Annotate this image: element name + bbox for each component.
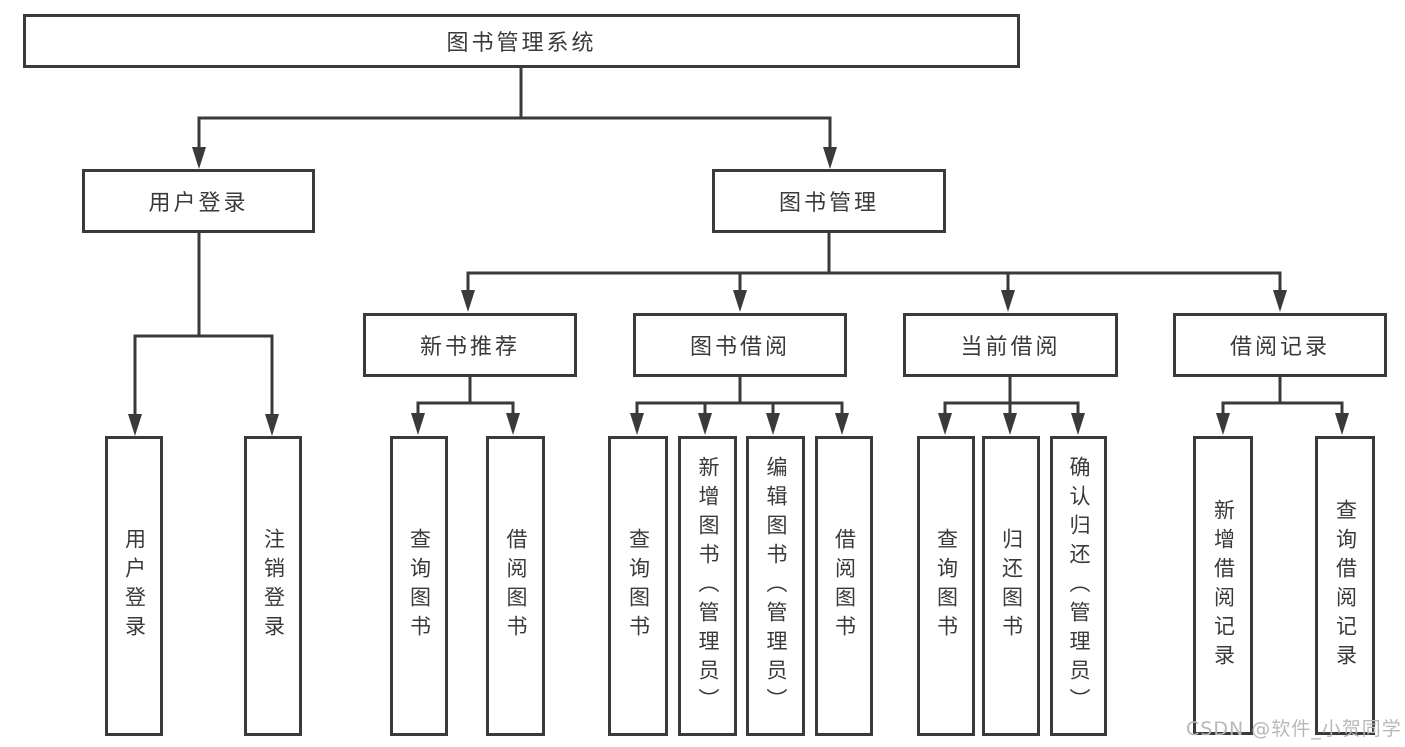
- node-label: 确认归还（管理员）: [1067, 455, 1091, 717]
- node-edit-book-admin: 编辑图书（管理员）: [746, 436, 805, 736]
- node-add-borrow-record: 新增借阅记录: [1193, 436, 1253, 735]
- node-label: 查询图书: [626, 528, 651, 644]
- node-borrow-books-recommend: 借阅图书: [486, 436, 545, 736]
- node-new-book-recommendation: 新书推荐: [363, 313, 577, 377]
- node-label: 注销登录: [261, 528, 286, 644]
- node-add-book-admin: 新增图书（管理员）: [678, 436, 737, 736]
- node-label: 借阅图书: [832, 528, 857, 644]
- node-label: 图书借阅: [689, 335, 790, 360]
- node-label: 用户登录: [122, 528, 147, 644]
- node-return-book: 归还图书: [982, 436, 1040, 736]
- node-confirm-return-admin: 确认归还（管理员）: [1050, 436, 1107, 736]
- node-borrowing-records: 借阅记录: [1173, 313, 1387, 377]
- node-logout-action: 注销登录: [244, 436, 302, 736]
- node-query-borrow-record: 查询借阅记录: [1315, 436, 1375, 735]
- node-current-borrowing: 当前借阅: [903, 313, 1118, 377]
- node-user-login: 用户登录: [82, 169, 315, 233]
- node-query-books-current: 查询图书: [917, 436, 975, 736]
- node-label: 当前借阅: [960, 335, 1061, 360]
- node-label: 借阅图书: [504, 528, 528, 644]
- node-user-login-action: 用户登录: [105, 436, 163, 736]
- node-label: 归还图书: [999, 528, 1024, 644]
- node-label: 查询图书: [407, 528, 432, 644]
- node-label: 编辑图书（管理员）: [764, 455, 788, 717]
- node-label: 图书管理: [778, 191, 879, 216]
- node-label: 借阅记录: [1229, 335, 1330, 360]
- node-query-books-borrowing: 查询图书: [608, 436, 668, 736]
- node-library-management-system: 图书管理系统: [23, 14, 1020, 68]
- watermark: CSDN @软件_小贺同学: [1186, 718, 1402, 740]
- node-label: 查询图书: [934, 528, 959, 644]
- node-label: 用户登录: [148, 191, 249, 216]
- node-book-borrowing: 图书借阅: [633, 313, 847, 377]
- node-label: 新增图书（管理员）: [696, 455, 720, 717]
- node-label: 图书管理系统: [446, 31, 597, 56]
- node-label: 新增借阅记录: [1211, 498, 1236, 673]
- node-query-books-recommend: 查询图书: [390, 436, 448, 736]
- node-borrow-books-borrowing: 借阅图书: [815, 436, 873, 736]
- arrowheads: [128, 147, 1349, 436]
- node-label: 查询借阅记录: [1333, 498, 1358, 673]
- node-label: 新书推荐: [419, 335, 520, 360]
- node-book-management: 图书管理: [712, 169, 946, 233]
